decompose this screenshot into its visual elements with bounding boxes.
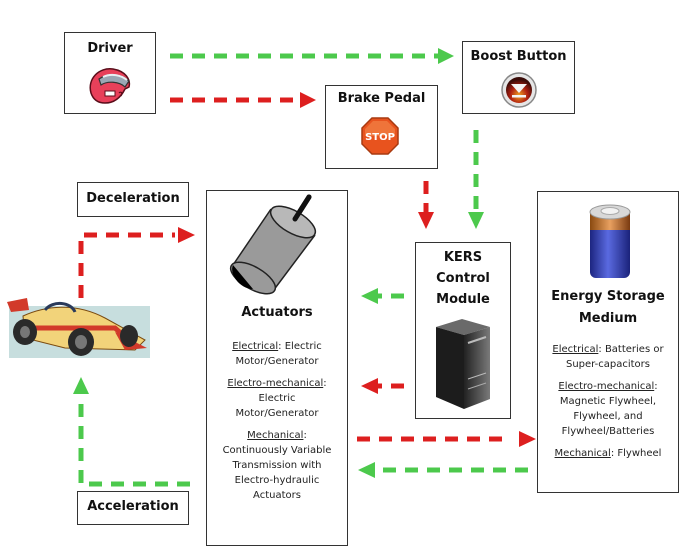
- brake-pedal-box: Brake Pedal STOP: [325, 85, 438, 169]
- arrowhead-actuators-green-bottom: [358, 462, 375, 478]
- racing-helmet-icon: [89, 68, 131, 104]
- acceleration-box: Acceleration: [77, 491, 189, 525]
- arrowhead-kers-green: [468, 212, 484, 229]
- arrowhead-actuators-green: [361, 288, 378, 304]
- energy-storage-box: Energy Storage Medium Electrical: Batter…: [537, 191, 679, 493]
- actuators-item-electro-mechanical: Electro-mechanical:Electric Motor/Genera…: [227, 378, 327, 419]
- driver-label: Driver: [87, 41, 133, 56]
- kers-control-module-box: KERS Control Module: [415, 242, 511, 419]
- actuators-box: Actuators Electrical: Electric Motor/Gen…: [206, 190, 348, 546]
- energy-item-electro-mechanical: Electro-mechanical:Magnetic Flywheel, Fl…: [558, 381, 658, 437]
- arrowhead-kers-red: [418, 212, 434, 229]
- svg-text:STOP: STOP: [365, 132, 395, 143]
- actuators-details: Electrical: Electric Motor/Generator Ele…: [213, 339, 341, 510]
- battery-icon: [589, 204, 631, 278]
- arrow-actuators-to-car-green: [78, 398, 190, 487]
- arrowhead-brake: [300, 92, 316, 108]
- computer-tower-icon: [436, 319, 490, 409]
- actuators-item-mechanical: Mechanical:Continuously Variable Transmi…: [222, 430, 332, 501]
- driver-box: Driver: [64, 32, 156, 114]
- actuators-title: Actuators: [241, 305, 313, 320]
- race-car-icon: [7, 298, 150, 358]
- arrowhead-acceleration: [73, 377, 89, 394]
- arrowhead-boost: [438, 48, 454, 64]
- brake-pedal-label: Brake Pedal: [337, 91, 426, 106]
- arrowhead-energy-red: [519, 431, 536, 447]
- stop-sign-icon: STOP: [361, 117, 399, 155]
- energy-item-electrical: Electrical: Batteries or Super-capacitor…: [552, 344, 664, 370]
- boost-button-label: Boost Button: [470, 49, 567, 64]
- deceleration-box: Deceleration: [77, 182, 189, 217]
- boost-button-box: Boost Button: [462, 41, 575, 114]
- arrowhead-actuators-red: [361, 378, 378, 394]
- kers-title: KERS Control Module: [436, 250, 490, 307]
- actuators-item-electrical: Electrical: Electric Motor/Generator: [232, 341, 322, 367]
- deceleration-label: Deceleration: [86, 191, 180, 206]
- energy-item-mechanical: Mechanical: Flywheel: [554, 448, 662, 459]
- boost-button-icon: [501, 72, 537, 108]
- arrowhead-deceleration: [178, 227, 195, 243]
- motor-cylinder-icon: [229, 194, 317, 295]
- acceleration-label: Acceleration: [87, 499, 179, 514]
- energy-storage-details: Electrical: Batteries or Super-capacitor…: [542, 342, 674, 468]
- energy-storage-title: Energy Storage Medium: [551, 289, 665, 326]
